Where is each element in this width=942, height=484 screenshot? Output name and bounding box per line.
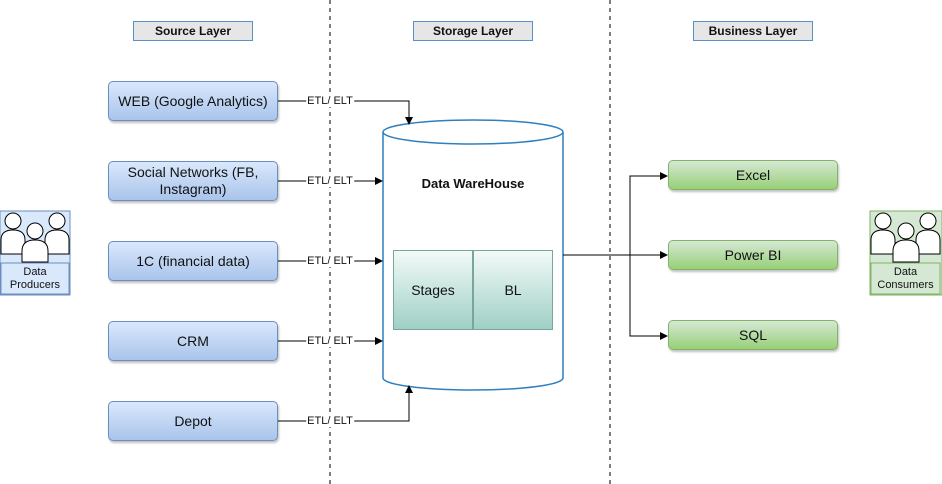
stages-section[interactable]: Stages bbox=[393, 250, 473, 330]
business-layer-title: Business Layer bbox=[693, 21, 813, 41]
etl-label-web: ETL/ ELT bbox=[306, 95, 354, 107]
source-crm[interactable]: CRM bbox=[108, 321, 278, 361]
etl-label-1c: ETL/ ELT bbox=[306, 255, 354, 267]
source-1c[interactable]: 1C (financial data) bbox=[108, 241, 278, 281]
output-sql[interactable]: SQL bbox=[668, 320, 838, 350]
etl-label-social: ETL/ ELT bbox=[306, 175, 354, 187]
data-producers-icon bbox=[0, 210, 71, 296]
source-web[interactable]: WEB (Google Analytics) bbox=[108, 81, 278, 121]
output-power-bi[interactable]: Power BI bbox=[668, 240, 838, 270]
etl-label-crm: ETL/ ELT bbox=[306, 335, 354, 347]
source-depot[interactable]: Depot bbox=[108, 401, 278, 441]
connector-to-sql bbox=[629, 255, 668, 340]
data-consumers-label: Data Consumers bbox=[877, 265, 934, 291]
data-producers-label: Data Producers bbox=[9, 265, 61, 291]
bl-section[interactable]: BL bbox=[473, 250, 553, 330]
connector-to-excel bbox=[563, 172, 668, 256]
source-layer-title: Source Layer bbox=[133, 21, 253, 41]
data-warehouse-title: Data WareHouse bbox=[421, 176, 525, 191]
source-social-networks[interactable]: Social Networks (FB, Instagram) bbox=[108, 161, 278, 201]
storage-layer-title: Storage Layer bbox=[413, 21, 533, 41]
output-excel[interactable]: Excel bbox=[668, 160, 838, 190]
etl-label-depot: ETL/ ELT bbox=[306, 415, 354, 427]
data-consumers-icon bbox=[869, 210, 942, 296]
